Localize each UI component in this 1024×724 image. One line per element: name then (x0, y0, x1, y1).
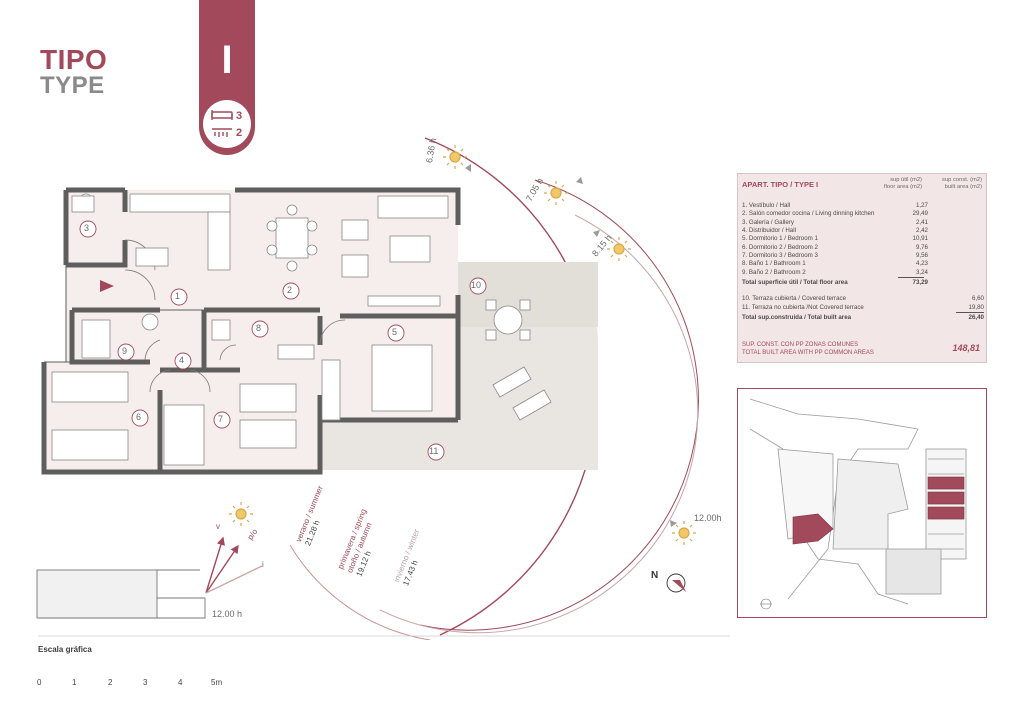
compass-north: N (651, 570, 659, 581)
col-built-area: sup const. (m2)built area (m2) (942, 177, 982, 190)
type-letter: I (221, 38, 233, 82)
room-3-label: 3 (84, 223, 90, 233)
subtotal-rule (956, 312, 984, 313)
title-english: TYPE (40, 72, 105, 99)
subtotal-rule (898, 277, 924, 278)
table-row: 2. Salón comedor cocina / Living dinning… (742, 210, 928, 217)
room-5-label: 5 (392, 327, 398, 337)
elevation-time: 12.00 h (212, 609, 243, 619)
room-2-label: 2 (287, 285, 293, 295)
sun-angle-lines (205, 536, 263, 594)
pp-common-en: TOTAL BUILT AREA WITH PP COMMON AREAS (742, 350, 874, 356)
elevation-section (36, 569, 206, 619)
room-7-label: 7 (218, 414, 224, 424)
col-floor-area: sup útil (m2)floor area (m2) (883, 177, 922, 190)
room-10-label: 10 (471, 280, 482, 290)
area-table: APART. TIPO / TYPE I sup útil (m2)floor … (737, 173, 987, 363)
sun-icons (229, 145, 696, 545)
shower-icon (212, 128, 232, 137)
site-plan (737, 388, 987, 618)
room-8-label: 8 (256, 323, 262, 333)
scale-title: Escala gráfica (38, 645, 92, 654)
room-1-label: 1 (175, 291, 181, 301)
scale-tick-2: 2 (108, 678, 113, 687)
table-row-total-floor: Total superficie útil / Total floor area… (742, 279, 928, 286)
pp-common-es: SUP. CONST. CON PP ZONAS COMUNES (742, 342, 859, 348)
floor-plan (36, 137, 730, 640)
table-header: APART. TIPO / TYPE I (742, 180, 819, 189)
scale-tick-4: 4 (178, 678, 183, 687)
sun-time-1200: 12.00h (694, 513, 722, 523)
rooms-badge: 3 2 (203, 100, 251, 148)
room-markers (79, 220, 487, 461)
scale-tick-0: 0 (37, 678, 42, 687)
entrance-arrow (100, 280, 114, 292)
table-row: 11. Terraza no cubierta /Not Covered ter… (742, 304, 984, 311)
room-11-label: 11 (429, 446, 439, 456)
title-spanish: TIPO (40, 44, 108, 75)
pp-total-value: 148,81 (952, 343, 980, 353)
compass-icon (666, 573, 686, 593)
room-9-label: 9 (122, 346, 128, 356)
legend-v: v (216, 522, 220, 531)
sun-markers (465, 164, 677, 527)
furniture (51, 193, 449, 466)
scale-tick-1: 1 (72, 678, 77, 687)
bathrooms-count: 2 (236, 127, 243, 139)
room-6-label: 6 (136, 412, 142, 422)
scale-tick-5m: 5m (211, 678, 223, 687)
terrace-furniture (485, 299, 552, 421)
room-4-label: 4 (179, 355, 185, 365)
scale-tick-3: 3 (143, 678, 148, 687)
bed-icon (211, 110, 233, 120)
bedrooms-count: 3 (236, 110, 243, 122)
legend-i: i (262, 560, 264, 569)
